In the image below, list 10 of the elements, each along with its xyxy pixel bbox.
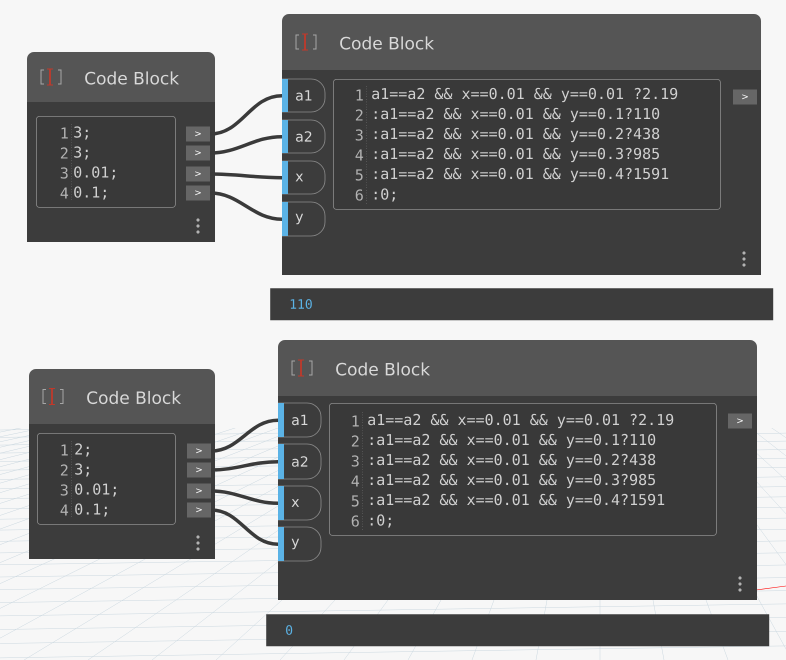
wire [211, 489, 278, 505]
wire [211, 460, 278, 472]
node-title: Code Block [336, 362, 430, 376]
node-title: Code Block [85, 71, 180, 85]
wire [211, 418, 278, 453]
node-title: Code Block [87, 390, 182, 404]
wire [211, 508, 278, 546]
node-title: Code Block [340, 36, 434, 50]
output-preview: 0 [266, 614, 770, 646]
output-preview: 110 [270, 288, 774, 320]
